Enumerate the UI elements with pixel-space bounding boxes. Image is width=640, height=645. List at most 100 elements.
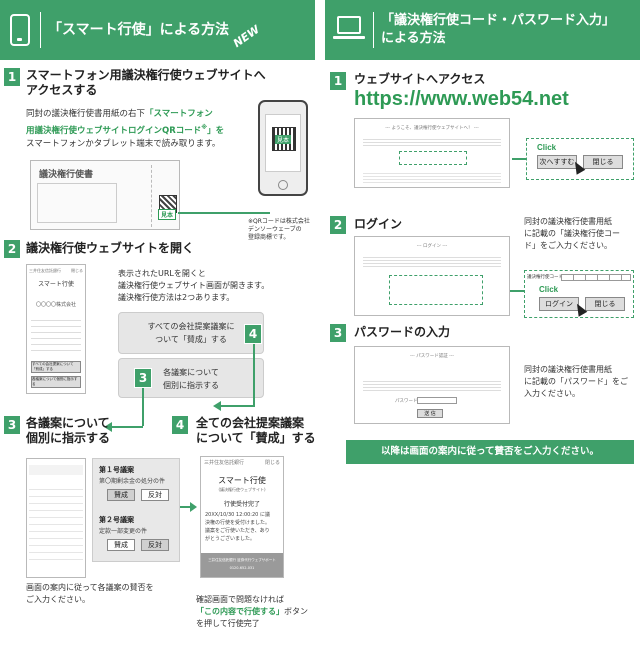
left-step4-title: 全ての会社提案議案 について「賛成」する [196,416,316,446]
option-approve-all[interactable]: すべての会社提案議案に ついて「賛成」する [118,312,264,354]
left-step1-desc-sup: ※ [201,124,208,131]
right-header-title-l2: による方法 [381,31,446,46]
right-header-divider [373,12,374,48]
right-step2-desc: 同封の議決権行使書用紙 に記載の「議決権行使コー ド」をご入力ください。 [524,216,620,252]
done-msg-l2: 決権の行使を受付けました。 [205,520,271,526]
left-step4-title-l2: について「賛成」する [196,431,316,445]
left-step1-desc-l1: 同封の議決権行使書用紙の右下 [26,109,146,119]
left-step3-title-l1: 各議案について [26,416,110,430]
right-step3-title: パスワードの入力 [354,325,451,339]
left-step2-desc: 表示されたURLを開くと 議決権行使ウェブサイト画面が開きます。 議決権行使方法… [118,268,269,304]
left-step1-title: スマートフォン用議決権行使ウェブサイトへ アクセスする [26,68,266,98]
left-step1-desc-l2-hl: 用議決権行使ウェブサイトログインQRコード [26,125,202,136]
item1-approve-button[interactable]: 賛成 [107,489,135,501]
next-button[interactable]: 次へすすむ [537,155,577,169]
login-zoom-connector [510,290,524,292]
done-footer: 三井住友信託銀行 証券代行ウェブサポート 0120-652-031 [201,553,283,577]
login-page-mock: --- ログイン --- [354,236,510,316]
left-step1-number: 1 [4,68,20,86]
right-step2-title: ログイン [354,217,403,231]
password-input[interactable] [417,397,457,404]
login-zoom-box: 議決権行使コード Click ログイン 閉じる [524,270,634,318]
done-bank: 三井住友信託銀行 [204,460,245,466]
laptop-icon [337,16,361,34]
voting-form-card: 議決権行使書 見本 [30,160,180,230]
left-step2-number: 2 [4,240,20,258]
login-highlight [389,275,483,305]
right-step3-desc-l3: 入力ください。 [524,389,580,398]
code-input[interactable] [561,274,631,281]
done-footer-l1: 三井住友信託銀行 証券代行ウェブサポート [208,558,276,562]
arrow-3-icon [104,422,112,432]
login-button[interactable]: ログイン [539,297,579,311]
left-step4-caption: 確認画面で問題なければ 「この内容で行使する」ボタン を押して行使完了 [196,594,308,630]
phone-company: 〇〇〇〇株式会社 [35,302,76,308]
item2-approve-button[interactable]: 賛成 [107,539,135,551]
connector-4 [253,344,255,406]
right-step3-desc-l2: に記載の「パスワード」をご [524,377,628,386]
next-steps-banner: 以降は画面の案内に従って賛否をご入力ください。 [346,440,634,464]
done-msg-l1: 20XX/10/30 12:00:20 に議 [205,512,270,518]
item1-oppose-button[interactable]: 反対 [141,489,169,501]
welcome-zoom-connector [512,158,526,160]
connector-4-h [221,405,255,407]
welcome-buttons-highlight [399,151,467,165]
arrow-right-icon [190,502,197,512]
left-step2-desc-l1: 表示されたURLを開くと [118,269,206,278]
done-msg-l4: がとうございました。 [205,536,256,542]
connector-3-h [112,426,143,428]
left-step4-title-l1: 全ての会社提案議案 [196,416,305,430]
left-step1-desc-l2-tail: 」を [207,125,225,136]
item1-desc: 第〇期剰余金の処分の件 [99,478,166,485]
left-step1-title-line1: スマートフォン用議決権行使ウェブサイトへ [26,68,266,82]
right-step3-desc-l1: 同封の議決権行使書用紙 [524,365,612,374]
qr-trademark-note: ※QRコードは株式会社 デンソーウェーブの 登録商標です。 [248,218,310,242]
left-step3-caption: 画面の案内に従って各議案の賛否を ご入力ください。 [26,582,154,606]
smartphone-icon [10,14,30,46]
connector-3 [142,388,144,426]
site-phone-screen: 三井住友信託銀行 閉じる スマート行使 〇〇〇〇株式会社 すべての会社提案につい… [26,264,86,394]
item2-desc: 定款一部変更の件 [99,528,148,535]
marker-3: 3 [134,368,152,388]
login-click-label: Click [539,285,559,294]
right-header: 「議決権行使コード・パスワード入力」 による方法 [325,0,640,60]
option-individual-l2: 個別に指示する [163,381,219,390]
right-step1-title: ウェブサイトへアクセス [354,72,486,86]
voting-form-title: 議決権行使書 [39,170,94,180]
left-step4-caption-hl: 「この内容で行使する」 [196,607,284,616]
left-step3-title-l2: 個別に指示する [26,431,111,445]
smartphone-mock: 見本 [258,100,308,196]
done-title: スマート行使 [218,476,266,485]
right-step2-desc-l2: に記載の「議決権行使コー [524,229,620,238]
item2-oppose-button[interactable]: 反対 [141,539,169,551]
left-step3-number: 3 [4,416,20,434]
left-step1-desc-l1-hl: 「スマートフォン [145,109,213,119]
qr-note-l1: ※QRコードは株式会社 [248,218,310,225]
done-footer-l2: 0120-652-031 [229,566,255,570]
phone-individual-button[interactable]: 各議案について個別に指示する [31,376,81,388]
password-submit-button[interactable]: 送 信 [417,409,443,418]
left-step3-caption-l1: 画面の案内に従って各議案の賛否を [26,583,154,592]
welcome-close-button[interactable]: 閉じる [583,155,623,169]
right-step3-number: 3 [330,324,346,342]
login-close-button[interactable]: 閉じる [585,297,625,311]
sample-stamp: 見本 [158,209,177,220]
marker-4: 4 [244,324,262,344]
done-close[interactable]: 閉じる [264,460,280,466]
left-step1-title-line2: アクセスする [26,83,98,97]
phone-close-link[interactable]: 閉じる [71,268,83,273]
code-label: 議決権行使コード [527,275,563,280]
done-message: 20XX/10/30 12:00:20 に議 決権の行使を受付けました。 議案を… [205,511,281,543]
left-step1-desc-l3: スマートフォンかタブレット端末で読み取ります。 [26,138,221,149]
phone-site-title: スマート行使 [38,281,74,288]
right-step2-desc-l3: ド」をご入力ください。 [524,241,612,250]
password-label: パスワード [395,399,418,404]
item2-title: 第２号議案 [99,516,134,524]
right-step3-desc: 同封の議決権行使書用紙 に記載の「パスワード」をご 入力ください。 [524,364,628,400]
right-step2-number: 2 [330,216,346,234]
right-step1-number: 1 [330,72,346,90]
site-url[interactable]: https://www.web54.net [354,88,569,110]
left-step4-caption-l3: を押して行使完了 [196,619,260,628]
phone-approve-all-button[interactable]: すべての会社提案について「賛成」する [31,361,81,373]
welcome-click-label: Click [537,143,557,152]
